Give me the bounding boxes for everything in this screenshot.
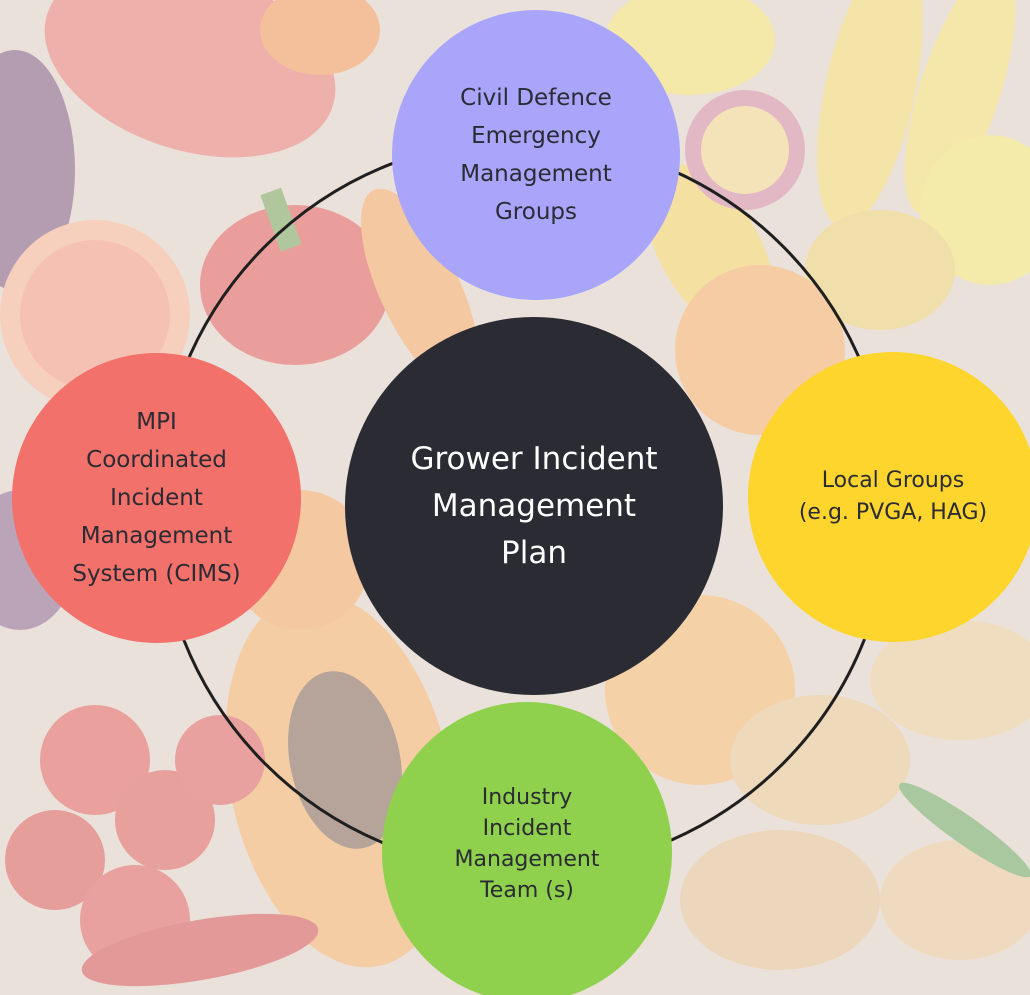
node-industry-imt-label: Industry Incident Management Team (s) (454, 785, 600, 903)
node-local-groups: Local Groups (e.g. PVGA, HAG) (748, 352, 1030, 642)
node-local-groups-label: Local Groups (e.g. PVGA, HAG) (798, 468, 988, 525)
node-civil-defence-label: Civil Defence Emergency Management Group… (460, 85, 612, 225)
node-industry-imt: Industry Incident Management Team (s) (382, 702, 672, 995)
node-mpi-cims: MPI Coordinated Incident Management Syst… (12, 353, 301, 643)
node-grower-plan: Grower Incident Management Plan (345, 317, 723, 695)
node-civil-defence: Civil Defence Emergency Management Group… (392, 10, 680, 300)
node-grower-plan-label: Grower Incident Management Plan (410, 440, 658, 571)
node-mpi-cims-label: MPI Coordinated Incident Management Syst… (72, 409, 241, 587)
